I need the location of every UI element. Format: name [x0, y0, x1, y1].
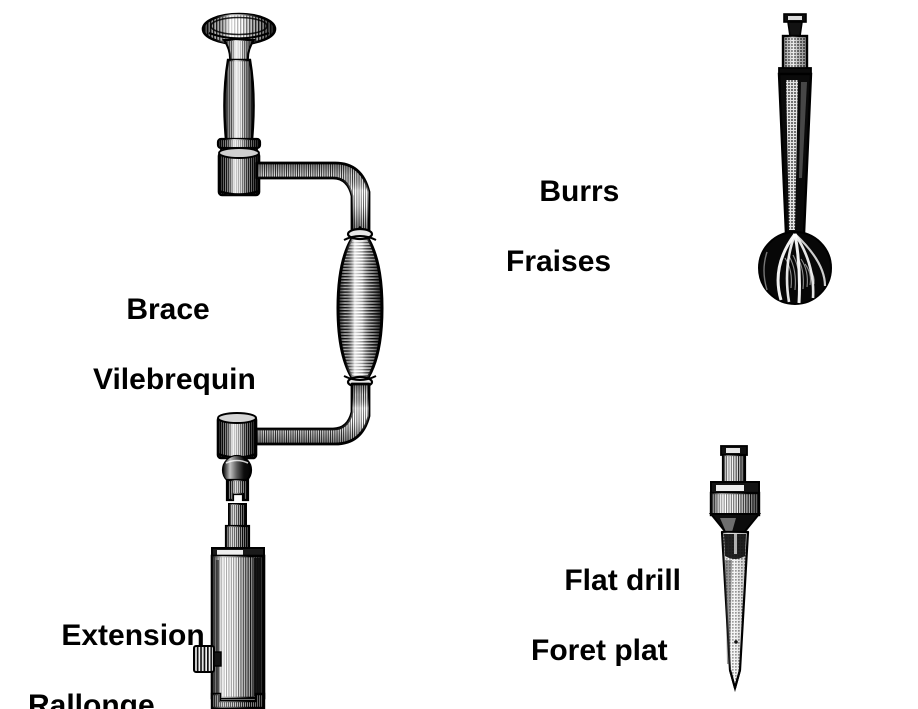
burr-collar [778, 34, 812, 77]
brace-barrel-grip [336, 225, 384, 391]
extension-shank-tip [228, 503, 247, 527]
label-brace-fr: Vilebrequin [93, 363, 256, 396]
burr-body [777, 72, 813, 236]
extension-thumbscrew [193, 645, 222, 673]
burr-shank [783, 13, 807, 37]
label-flat-drill-en: Flat drill [564, 564, 682, 597]
flat-drill-shank [720, 445, 748, 485]
brace-illustration [0, 0, 420, 520]
brace-neck [223, 58, 255, 142]
label-burrs: Burrs Fraises [506, 139, 619, 349]
brace-crank-arm-upper [255, 161, 371, 234]
label-extension: Extension Rallonge [28, 583, 205, 709]
burrs-illustration [755, 8, 865, 320]
extension-body [210, 554, 266, 700]
label-extension-fr: Rallonge [28, 689, 155, 709]
flat-drill-illustration [690, 438, 800, 706]
brace-upper-chuck [217, 147, 261, 197]
label-brace-en: Brace [126, 293, 210, 326]
brace-head-handle [201, 12, 277, 63]
brace-socket-tip [225, 478, 250, 502]
extension-illustration [190, 498, 310, 709]
label-extension-en: Extension [61, 619, 205, 652]
label-brace: Brace Vilebrequin [93, 257, 256, 467]
extension-stepped-shank [224, 524, 251, 552]
label-burrs-en: Burrs [539, 175, 620, 208]
brace-crank-arm-lower [246, 382, 371, 446]
extension-base [210, 692, 266, 709]
flat-drill-collar [709, 481, 761, 517]
brace-lower-chuck [216, 412, 258, 460]
label-flat-drill-fr: Foret plat [531, 634, 668, 667]
flat-drill-blade [720, 530, 750, 693]
burr-head-sphere [758, 231, 832, 305]
label-flat-drill: Flat drill Foret plat [531, 528, 681, 709]
label-burrs-fr: Fraises [506, 245, 612, 278]
